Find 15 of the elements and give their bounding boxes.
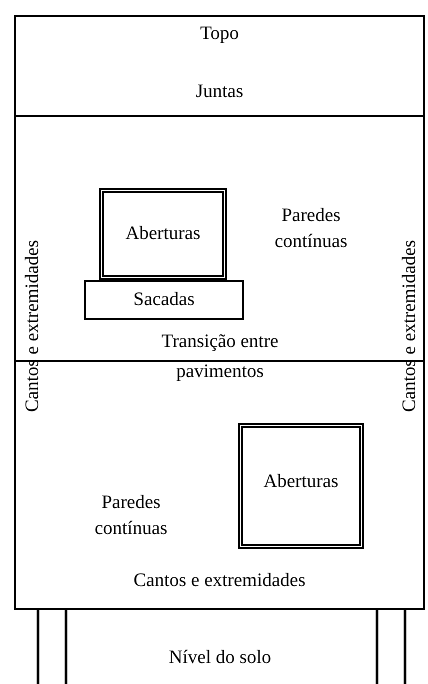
lower-floor-band	[14, 360, 425, 610]
balcony-box	[84, 280, 244, 320]
window-frame	[99, 188, 227, 280]
region-label: Juntas	[194, 80, 244, 104]
roof-band	[14, 15, 425, 117]
region-label: Aberturas	[262, 470, 340, 494]
region-label: Cantos e extremidades	[132, 569, 306, 593]
region-label: Sacadas	[132, 288, 196, 312]
region-label: Paredes contínuas	[94, 491, 168, 541]
region-label: Topo	[199, 22, 240, 46]
floor-transition-label: Transição entre pavimentos	[160, 330, 280, 384]
region-label: Paredes contínuas	[274, 204, 348, 254]
ground-level-label: Nível do solo	[168, 646, 272, 670]
region-label: Aberturas	[124, 222, 202, 246]
window-frame	[238, 423, 364, 549]
